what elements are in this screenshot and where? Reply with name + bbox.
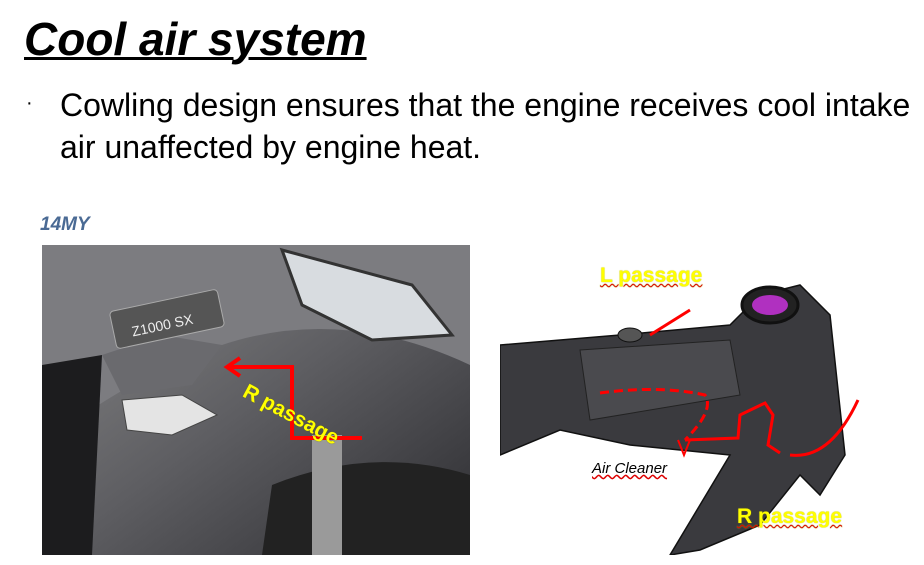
- r-passage-label: R passage: [737, 505, 843, 528]
- model-year-tag: 14MY: [40, 214, 90, 235]
- frame-diagram: [500, 284, 860, 555]
- slide-title: Cool air system: [24, 13, 367, 65]
- air-cleaner-label: Air Cleaner: [592, 460, 668, 477]
- motorcycle-photo: Z1000 SX: [42, 245, 470, 555]
- bullet-text: Cowling design ensures that the engine r…: [60, 87, 911, 165]
- bullet-marker: ·: [26, 92, 33, 114]
- l-passage-label: L passage: [600, 264, 703, 287]
